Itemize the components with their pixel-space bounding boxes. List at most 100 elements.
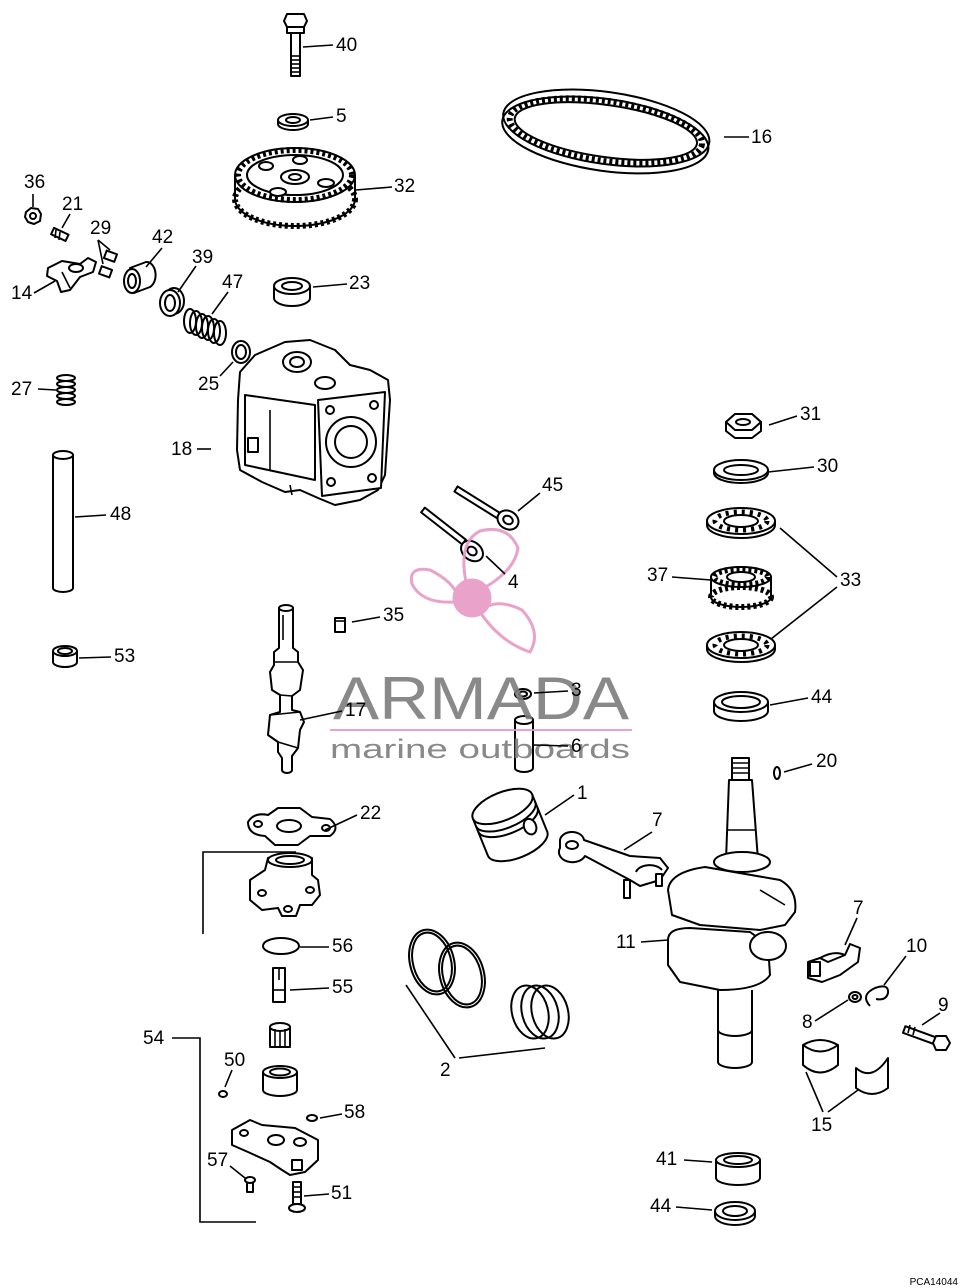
callout-label: 48 — [110, 504, 131, 525]
part-blocks — [97, 249, 119, 279]
callout-4: 4 — [485, 555, 519, 593]
part-retaining-ring — [514, 688, 532, 700]
callout-11: 11 — [616, 932, 669, 953]
part-pump-gasket — [262, 937, 300, 955]
part-lower-seal — [714, 1201, 756, 1226]
part-needle-bearing — [123, 260, 157, 294]
callout-37: 37 — [647, 565, 712, 586]
callout-48: 48 — [74, 504, 131, 525]
part-lock-washer — [848, 991, 862, 1003]
callout-label: 42 — [152, 227, 173, 248]
callout-3: 3 — [533, 680, 582, 701]
callout-label: 32 — [394, 176, 415, 197]
callout-53: 53 — [78, 646, 135, 667]
part-spring — [183, 308, 227, 346]
callout-label: 50 — [224, 1050, 245, 1071]
callout-label: 8 — [802, 1012, 813, 1033]
callout-label: 9 — [938, 995, 949, 1016]
callout-label: 23 — [349, 273, 370, 294]
callout-label: 20 — [816, 751, 837, 772]
callout-label: 47 — [222, 272, 243, 293]
callout-label: 37 — [647, 565, 668, 586]
callout-2: 2 — [405, 984, 546, 1081]
callout-23: 23 — [312, 273, 370, 294]
callout-label: 3 — [571, 680, 582, 701]
callout-label: 36 — [24, 172, 45, 193]
callout-label: 1 — [577, 783, 588, 804]
callout-label: 2 — [440, 1060, 451, 1081]
part-hex-nut — [725, 413, 762, 439]
callout-22: 22 — [324, 803, 381, 831]
callout-42: 42 — [145, 227, 173, 268]
callout-label: 29 — [90, 218, 111, 239]
part-rod-cap — [807, 943, 861, 983]
part-pump-shaft — [272, 967, 286, 1003]
callout-label: 10 — [906, 936, 927, 957]
part-lever-arm — [46, 257, 97, 293]
callout-10: 10 — [883, 936, 927, 986]
callout-31: 31 — [768, 404, 821, 426]
part-small-nut — [24, 207, 42, 225]
part-crankshaft — [667, 757, 797, 1069]
part-pump-bushing — [262, 1065, 298, 1097]
callout-18: 18 — [171, 439, 211, 460]
callout-label: 7 — [652, 810, 663, 831]
part-woodruff-key — [773, 766, 781, 780]
callout-label: 4 — [508, 572, 519, 593]
callout-33: 33 — [770, 527, 861, 640]
part-small-spring — [56, 374, 76, 406]
watermark-tagline: marine outboards — [330, 734, 630, 764]
callout-29: 29 — [90, 218, 111, 265]
callout-7-cap: 7 — [844, 898, 864, 946]
part-piston-rings — [408, 928, 570, 1040]
part-screw — [244, 1176, 256, 1193]
callout-label: 22 — [360, 803, 381, 824]
part-washer — [277, 113, 309, 131]
part-roller-bearing — [708, 566, 774, 610]
callout-label: 6 — [571, 736, 582, 757]
callout-17: 17 — [299, 700, 366, 721]
callout-label: 17 — [345, 700, 366, 721]
part-pump-cover — [231, 1119, 319, 1176]
callout-56: 56 — [300, 936, 353, 957]
part-key — [334, 617, 346, 633]
callout-label: 44 — [811, 687, 833, 708]
propeller-logo-icon — [409, 527, 536, 654]
callout-40: 40 — [302, 35, 357, 56]
callout-label: 18 — [171, 439, 192, 460]
callout-21: 21 — [61, 194, 83, 229]
part-bolt — [283, 13, 308, 77]
part-bushing — [52, 645, 78, 668]
callout-label: 41 — [656, 1149, 677, 1170]
callout-44: 44 — [769, 687, 833, 708]
part-pump-gear — [269, 1022, 291, 1048]
callout-51: 51 — [303, 1183, 352, 1204]
part-connecting-rod — [557, 831, 669, 899]
part-tiny-o-ring-2 — [306, 1114, 318, 1122]
callout-55: 55 — [289, 977, 353, 998]
part-gear-pulley — [232, 147, 358, 229]
callout-45: 45 — [517, 475, 563, 512]
callout-32: 32 — [355, 176, 415, 197]
callout-label: 21 — [62, 194, 83, 215]
callout-label: 57 — [207, 1150, 228, 1171]
part-o-ring — [231, 340, 251, 364]
part-tiny-o-ring — [218, 1090, 228, 1098]
part-valve — [453, 485, 520, 531]
callout-57: 57 — [207, 1150, 246, 1179]
callout-20: 20 — [783, 751, 837, 773]
callout-44-lower: 44 — [650, 1196, 713, 1217]
callout-5: 5 — [309, 106, 347, 127]
callout-7: 7 — [623, 810, 663, 851]
callout-label: 51 — [331, 1183, 352, 1204]
callout-label: 33 — [840, 570, 861, 591]
callout-label: 39 — [192, 247, 213, 268]
part-thrust-washer — [706, 507, 776, 539]
callout-label: 56 — [332, 936, 353, 957]
part-crank-seal — [713, 691, 769, 722]
callout-label: 45 — [542, 475, 563, 496]
callout-30: 30 — [767, 456, 838, 477]
figure-code: PCA14044 — [910, 1277, 959, 1288]
callout-15: 15 — [805, 1071, 859, 1136]
